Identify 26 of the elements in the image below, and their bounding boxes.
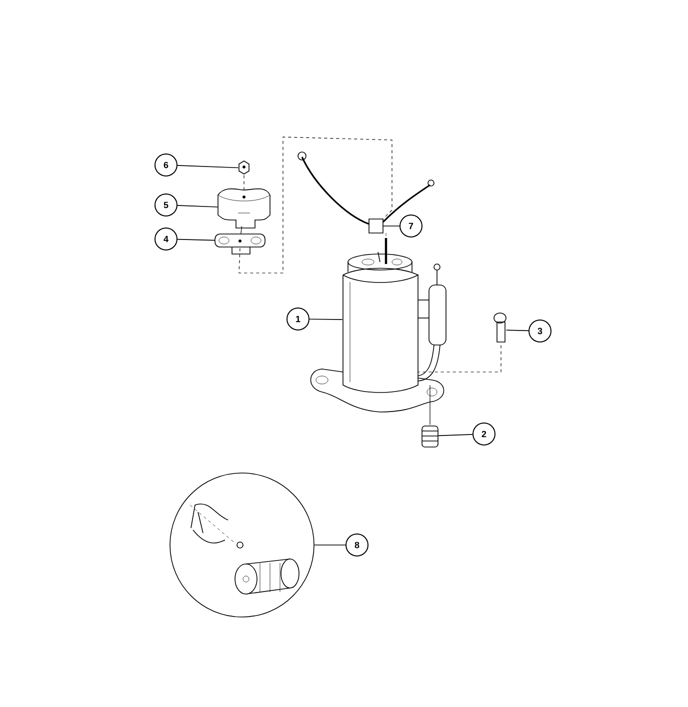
compressor-drawing bbox=[310, 238, 446, 412]
bolt-drawing bbox=[494, 312, 506, 342]
callout-number: 6 bbox=[154, 154, 178, 176]
detail-circle bbox=[170, 472, 314, 618]
callout-number: 8 bbox=[346, 534, 368, 556]
callout-number: 4 bbox=[154, 228, 178, 250]
callout-number: 1 bbox=[286, 308, 310, 330]
callout-number: 3 bbox=[528, 320, 552, 342]
bracket-drawing bbox=[214, 234, 266, 254]
leader-line bbox=[177, 238, 216, 241]
assembly-line bbox=[417, 344, 502, 372]
cover-drawing bbox=[218, 188, 270, 228]
assembly-line bbox=[240, 226, 242, 234]
leader-line bbox=[309, 318, 343, 320]
leader-line bbox=[177, 205, 218, 208]
leader-line bbox=[177, 165, 239, 168]
nut-drawing bbox=[238, 160, 250, 174]
grommet-drawing bbox=[422, 426, 438, 448]
wire-drawing bbox=[298, 152, 434, 234]
leader-line bbox=[506, 330, 529, 332]
callout-number: 2 bbox=[472, 422, 496, 446]
leader-line bbox=[438, 434, 473, 436]
callout-number: 5 bbox=[154, 194, 178, 216]
assembly-line bbox=[238, 136, 392, 274]
leader-line bbox=[314, 544, 346, 546]
callout-number: 7 bbox=[400, 214, 422, 238]
